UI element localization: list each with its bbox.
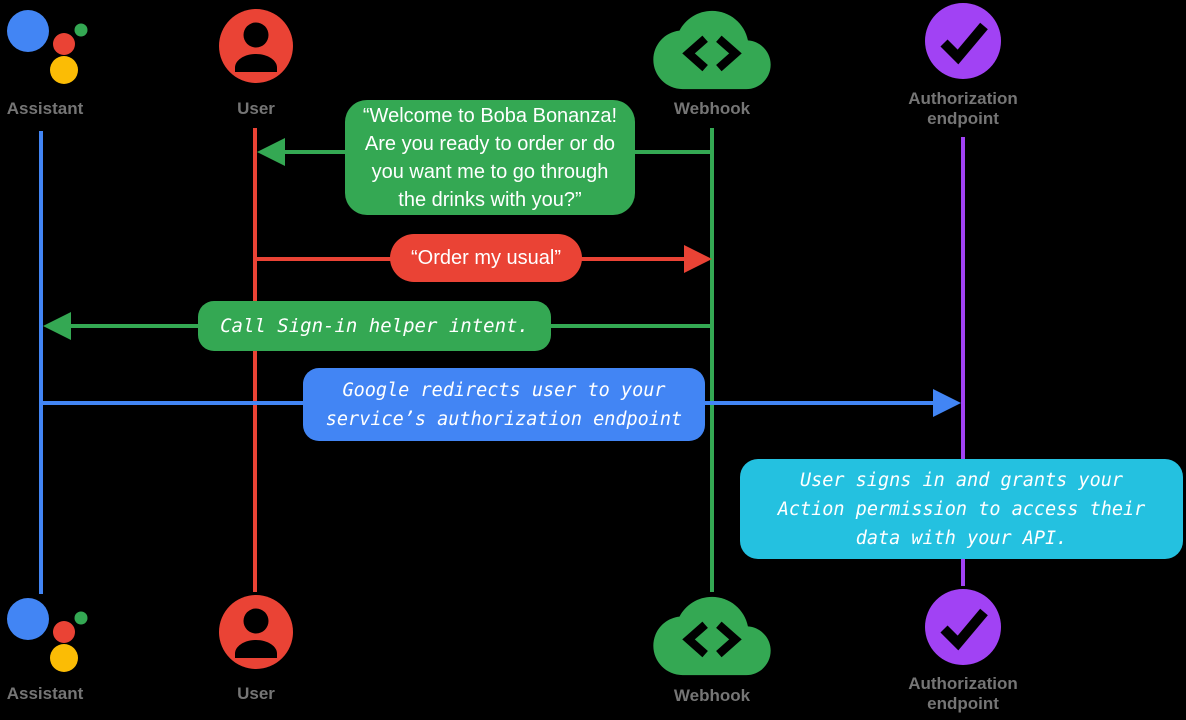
signin-message-bubble: Call Sign-in helper intent. xyxy=(198,301,551,351)
code-cloud-icon xyxy=(653,10,771,90)
order-arrowhead-icon xyxy=(684,245,712,273)
assistant-lifeline xyxy=(39,131,43,594)
grant-note-bubble: User signs in and grants your Action per… xyxy=(740,459,1183,559)
auth-label-bottom: Authorization endpoint xyxy=(908,674,1018,713)
google-assistant-logo-icon xyxy=(7,598,88,672)
webhook-label-bottom: Webhook xyxy=(673,686,751,705)
person-icon xyxy=(219,595,293,669)
signin-arrowhead-icon xyxy=(43,312,71,340)
redirect-arrowhead-icon xyxy=(933,389,961,417)
webhook-label-top: Webhook xyxy=(673,99,751,118)
person-icon xyxy=(219,9,293,83)
checkmark-circle-icon xyxy=(925,3,1001,79)
user-label-top: User xyxy=(237,99,275,118)
order-message-bubble: “Order my usual” xyxy=(390,234,582,282)
user-label-bottom: User xyxy=(237,684,275,703)
user-lifeline xyxy=(253,128,257,592)
auth-lifeline xyxy=(961,137,965,586)
welcome-message-bubble: “Welcome to Boba Bonanza! Are you ready … xyxy=(345,100,635,215)
webhook-lifeline xyxy=(710,128,714,592)
code-cloud-icon xyxy=(653,596,771,676)
assistant-label-bottom: Assistant xyxy=(6,684,84,703)
welcome-arrowhead-icon xyxy=(257,138,285,166)
redirect-message-bubble: Google redirects user to your service’s … xyxy=(303,368,705,441)
google-assistant-logo-icon xyxy=(7,10,88,84)
assistant-label-top: Assistant xyxy=(6,99,84,118)
auth-label-top: Authorization endpoint xyxy=(908,89,1018,128)
checkmark-circle-icon xyxy=(925,589,1001,665)
